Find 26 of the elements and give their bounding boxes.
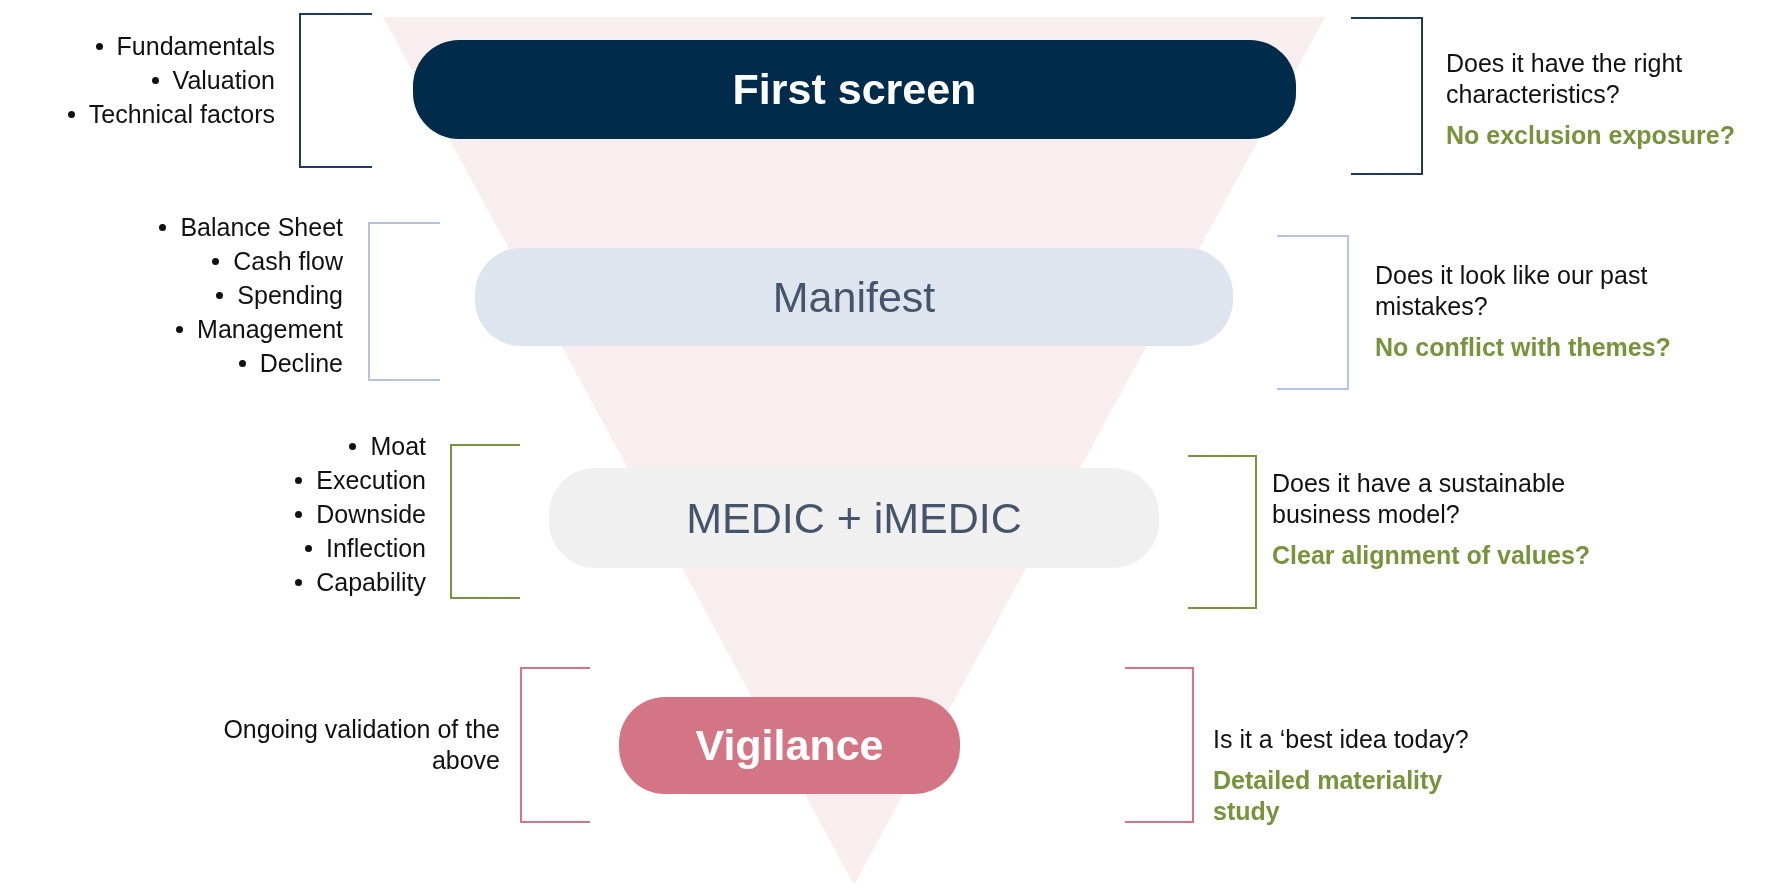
stage-title: Manifest	[772, 272, 936, 322]
bullet-item: Moat	[370, 431, 426, 461]
bullet-item: Management	[197, 314, 343, 344]
bullet-item: Spending	[237, 280, 343, 310]
question-text: Does it have a sustainable business model?	[1272, 468, 1567, 530]
note-text: Ongoing validation of the above	[222, 714, 500, 776]
bullet-item: Downside	[316, 499, 426, 529]
bullet-item: Fundamentals	[116, 31, 275, 61]
question-text: Is it a ‘best idea today?	[1213, 724, 1470, 755]
bullet-item: Cash flow	[233, 246, 343, 276]
bullet-item: Balance Sheet	[180, 212, 343, 242]
stage-title: First screen	[732, 65, 977, 114]
bullet-item: Inflection	[325, 533, 426, 563]
criterion-text: No conflict with themes?	[1375, 332, 1672, 363]
bullet-item: Valuation	[172, 65, 275, 95]
criterion-text: Detailed materiality study	[1213, 765, 1444, 827]
criterion-text: No exclusion exposure?	[1446, 120, 1736, 151]
criterion-text: Clear alignment of values?	[1272, 540, 1592, 571]
bullet-item: Capability	[316, 567, 426, 597]
bullet-item: Execution	[316, 465, 426, 495]
question-text: Does it have the right characteristics?	[1446, 48, 1684, 110]
stage-title: Vigilance	[695, 721, 884, 770]
stage-title: MEDIC + iMEDIC	[686, 493, 1022, 543]
bullet-item: Technical factors	[88, 99, 275, 129]
bullet-item: Decline	[259, 348, 343, 378]
question-text: Does it look like our past mistakes?	[1375, 260, 1649, 322]
